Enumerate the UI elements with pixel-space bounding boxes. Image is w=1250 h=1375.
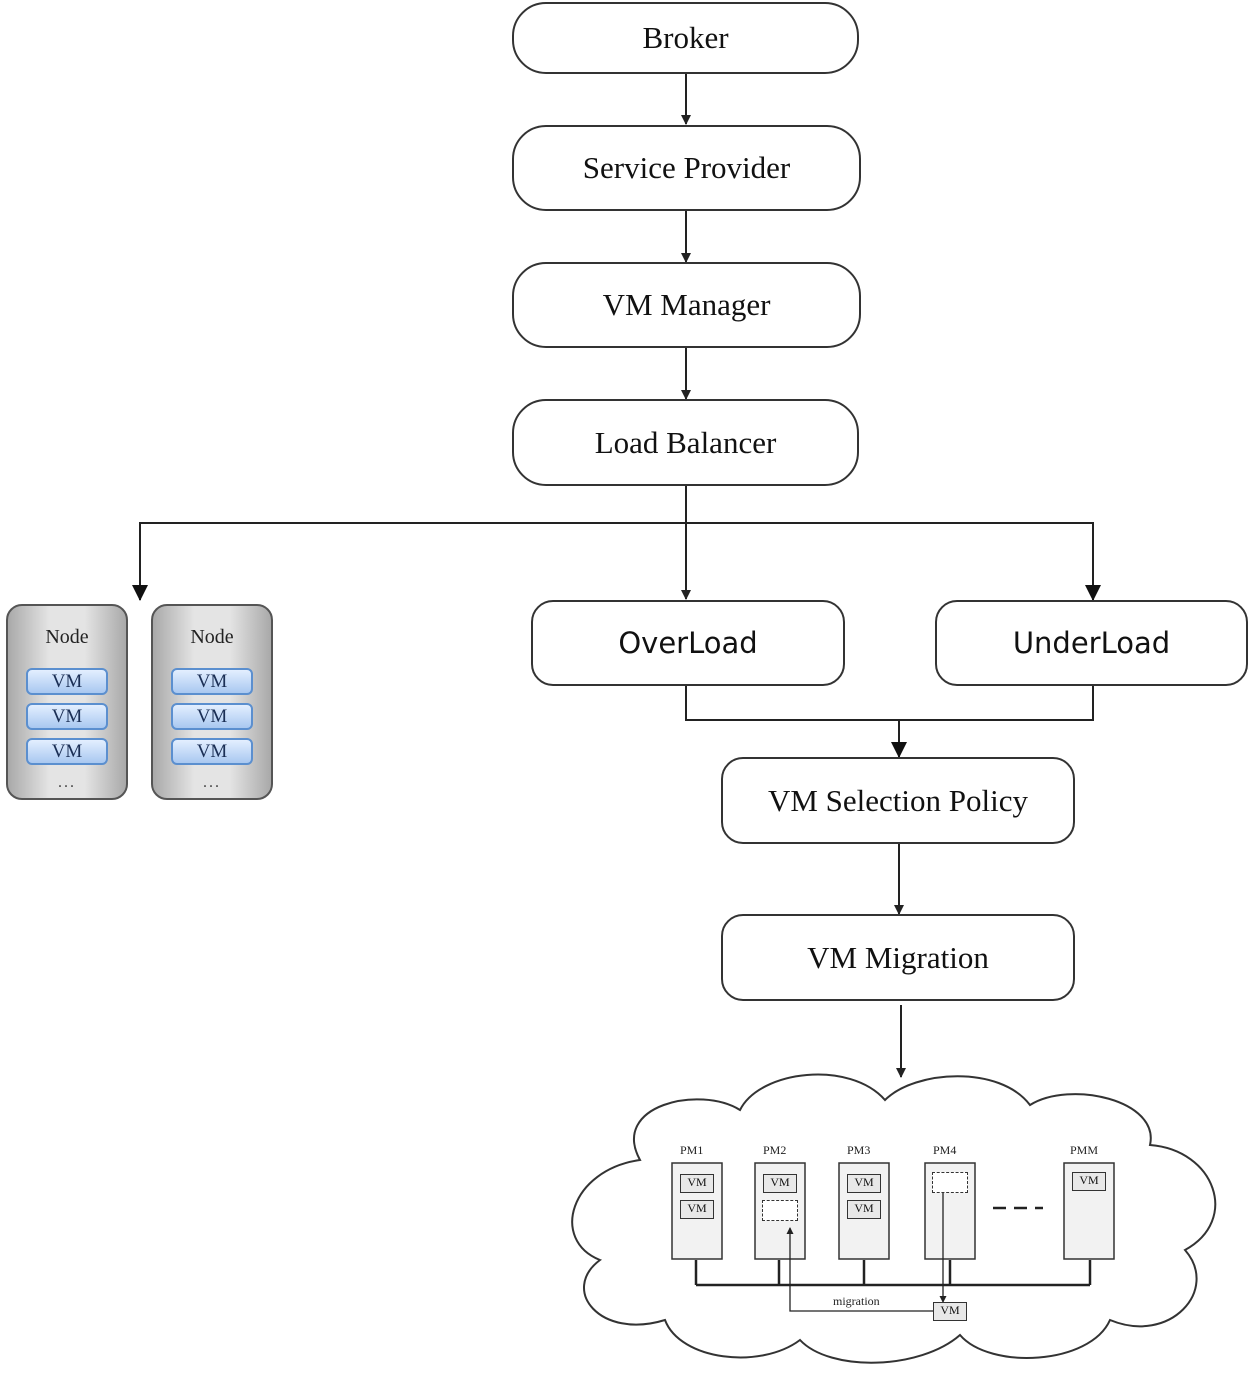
node-vm: VM [26, 738, 108, 765]
load-balancer-label: Load Balancer [594, 424, 777, 460]
node-title: Node [45, 626, 89, 648]
broker-box: Broker [512, 2, 859, 74]
service-provider-label: Service Provider [582, 150, 791, 185]
migration-path [786, 1227, 933, 1312]
node-more: ... [58, 774, 76, 791]
load-balancer-box: Load Balancer [512, 399, 859, 486]
pm-label-2: PM2 [763, 1143, 787, 1157]
branch-line-right [686, 522, 1101, 601]
service-provider-box: Service Provider [512, 125, 861, 211]
vm-migration-label: VM Migration [807, 939, 989, 975]
vm-selection-policy-label: VM Selection Policy [767, 782, 1029, 818]
cloud-shape [571, 1073, 1217, 1364]
node-more: ... [203, 774, 221, 791]
pm-vm: VM [847, 1174, 881, 1193]
node-vm: VM [171, 668, 253, 695]
pm-vm: VM [1072, 1172, 1106, 1191]
node-title: Node [190, 626, 234, 648]
branch-line-left [132, 522, 686, 601]
vm-selection-policy-box: VM Selection Policy [721, 757, 1075, 844]
underload-box: UnderLoad [935, 600, 1248, 686]
broker-label: Broker [642, 20, 729, 55]
empty-vm-slot [762, 1200, 798, 1221]
node-vm: VM [26, 703, 108, 730]
pm-vm: VM [680, 1174, 714, 1193]
vm-manager-label: VM Manager [602, 287, 771, 322]
node-1: Node VM VM VM ... [6, 604, 128, 800]
empty-vm-slot [932, 1172, 968, 1193]
overload-box: OverLoad [531, 600, 845, 686]
overload-label: OverLoad [618, 626, 758, 660]
node-vm: VM [171, 703, 253, 730]
pm-label-3: PM3 [847, 1143, 871, 1157]
node-vm: VM [26, 668, 108, 695]
pm-vm: VM [763, 1174, 797, 1193]
migration-label: migration [833, 1294, 880, 1308]
pm-vm: VM [847, 1200, 881, 1219]
vm-migration-box: VM Migration [721, 914, 1075, 1001]
pm-vm: VM [680, 1200, 714, 1219]
pm-label-4: PM4 [933, 1143, 957, 1157]
node-2: Node VM VM VM ... [151, 604, 273, 800]
pm-label-1: PM1 [680, 1143, 704, 1157]
migrating-vm: VM [933, 1302, 967, 1321]
node-vm: VM [171, 738, 253, 765]
merge-line [685, 686, 1094, 721]
underload-label: UnderLoad [1012, 626, 1171, 660]
pm-label-m: PMM [1070, 1143, 1099, 1157]
vm-manager-box: VM Manager [512, 262, 861, 348]
